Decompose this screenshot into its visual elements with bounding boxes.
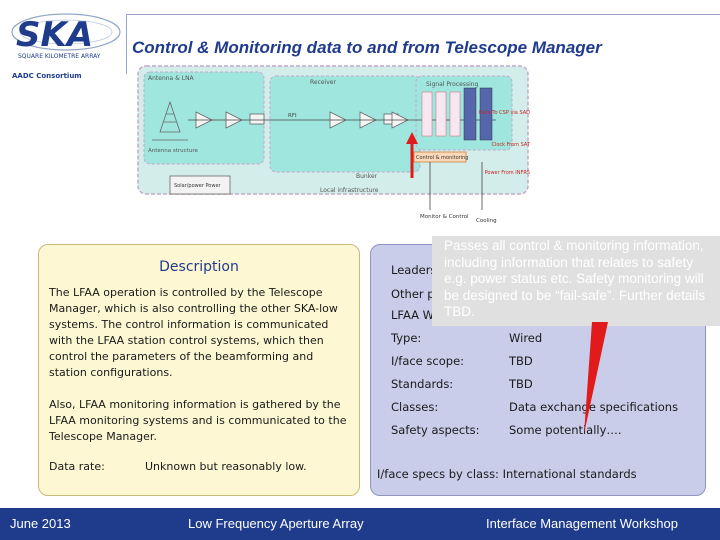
prop-value-classes: Data exchange specifications [509, 400, 679, 414]
receiver-label: Receiver [310, 79, 336, 86]
footer-band [0, 508, 720, 540]
prop-value-type: Wired [509, 331, 543, 345]
logo-orbit-inner [19, 19, 113, 45]
description-paragraph-1: The LFAA operation is controlled by the … [49, 286, 338, 379]
prop-label-leaders: Leaders [391, 263, 437, 277]
output-data-label: Data To CSP via SAD [479, 110, 530, 116]
cooling-label: Cooling [476, 218, 497, 224]
logo-subtext: SQUARE KILOMETRE ARRAY [18, 53, 101, 60]
logo-text: SKA [16, 15, 93, 55]
output-power-label: Power From INFRS [485, 170, 530, 176]
antenna-group-label: Antenna & LNA [148, 75, 195, 82]
highlight-arrow-head [406, 132, 418, 144]
sampling-block [435, 91, 447, 137]
monitor-control-label: Monitor & Control [420, 214, 469, 220]
prop-label-lfaa: LFAA W [391, 308, 435, 322]
control-monitoring-box [413, 151, 467, 163]
signal-processing-label: Signal Processing [426, 81, 479, 88]
prop-label-standards: Standards: [391, 377, 454, 391]
footer-project: Low Frequency Aperture Array [188, 516, 364, 531]
system-diagram: Antenna & LNA Receiver Signal Processing… [137, 65, 531, 224]
page-title: Control & Monitoring data to and from Te… [132, 38, 602, 57]
header-divider [126, 14, 127, 74]
output-clock-label: Clock From SAT [491, 142, 530, 148]
description-box: Description The LFAA operation is contro… [38, 244, 360, 496]
prop-value-standards: TBD [509, 377, 533, 391]
callout-text: Passes all control & monitoring informat… [444, 238, 706, 319]
power-box [169, 175, 231, 195]
prop-label-safety: Safety aspects: [391, 423, 480, 437]
prop-value-scope: TBD [509, 354, 533, 368]
prop-label-scope: I/face scope: [391, 354, 465, 368]
filter-block [421, 91, 433, 137]
local-infra-label: Local infrastructure [320, 187, 379, 194]
prop-label-other: Other p [391, 287, 435, 301]
rfi-label: RFI [288, 113, 297, 119]
logo-orbit [11, 13, 121, 51]
prop-specs-by-class: I/face specs by class: International sta… [377, 467, 637, 481]
callout-box [432, 236, 720, 326]
beamformer-block [463, 87, 477, 141]
ska-logo: SKA SQUARE KILOMETRE ARRAY AADC Consorti… [11, 13, 121, 80]
bunker-label: Bunker [356, 173, 378, 180]
control-monitoring-label: Control & monitoring [416, 155, 468, 161]
antenna-icon [152, 100, 188, 141]
data-rate-label: Data rate: [49, 460, 105, 473]
station-block [479, 87, 493, 141]
prop-label-type: Type: [391, 331, 422, 345]
description-title: Description [159, 259, 239, 275]
prop-label-classes: Classes: [391, 400, 439, 414]
title-rule [126, 14, 720, 15]
consortium-label: AADC Consortium [12, 72, 82, 80]
description-paragraph-2: Also, LFAA monitoring information is gat… [49, 398, 347, 443]
channel-block [449, 91, 461, 137]
antenna-structure-label: Antenna structure [148, 148, 198, 154]
footer-date: June 2013 [10, 516, 71, 531]
data-rate-value: Unknown but reasonably low. [145, 460, 307, 473]
prop-value-safety: Some potentially…. [509, 423, 622, 437]
footer-event: Interface Management Workshop [486, 516, 678, 531]
receiver-region [269, 75, 421, 173]
control-links [429, 162, 483, 210]
power-box-label: Solar/power Power [174, 183, 222, 189]
